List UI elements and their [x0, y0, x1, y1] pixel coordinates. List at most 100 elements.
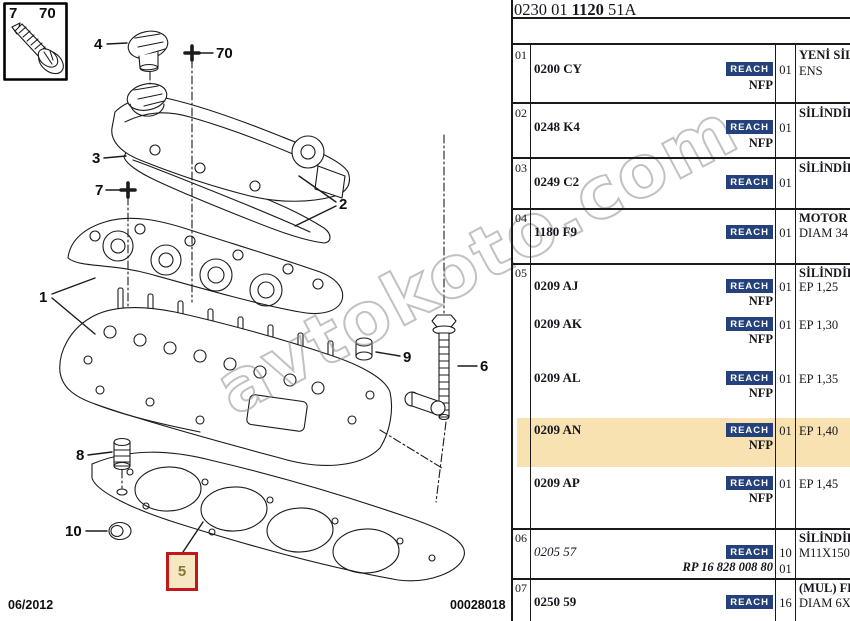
- reach-badge[interactable]: REACH: [726, 62, 773, 76]
- highlighted-row-band[interactable]: [517, 418, 850, 467]
- part-number[interactable]: 0209 AN: [534, 422, 582, 437]
- row-line: [511, 528, 850, 530]
- part-number[interactable]: 0209 AL: [534, 370, 581, 385]
- legend-label-70: 70: [39, 5, 56, 22]
- row-index: 06: [515, 531, 527, 545]
- nfp-note: NFP: [748, 78, 773, 92]
- row-index: 04: [515, 211, 527, 225]
- part-number[interactable]: 0205 57: [534, 544, 577, 559]
- legend-box: [3, 2, 68, 81]
- part-entry[interactable]: 0250 59 REACH: [534, 594, 773, 610]
- row-line: [511, 208, 850, 210]
- spec: EP 1,30: [799, 318, 839, 332]
- part-entry[interactable]: 0249 C2 REACH: [534, 174, 773, 190]
- reach-badge[interactable]: REACH: [726, 225, 773, 239]
- part-entry[interactable]: 0209 AJ REACH: [534, 278, 773, 294]
- row-desc-title: SİLİNDİR: [799, 266, 850, 280]
- reach-badge[interactable]: REACH: [726, 545, 773, 559]
- ref-quantity: 01: [779, 562, 792, 576]
- row-desc-title: SİLİNDİR: [799, 106, 850, 120]
- part-entry[interactable]: 0248 K4 REACH: [534, 119, 773, 135]
- part-number[interactable]: 0248 K4: [534, 119, 580, 134]
- part-number[interactable]: 0209 AJ: [534, 278, 579, 293]
- replacement-part-ref: RP 16 828 008 80: [682, 560, 773, 574]
- cam-carrier-drawing: [67, 217, 344, 315]
- rocker-clamp-drawing: [404, 391, 446, 416]
- callout-7: 7: [95, 182, 104, 199]
- quantity: 01: [779, 424, 792, 438]
- cylinder-head-drawing: [59, 287, 393, 466]
- quantity: 01: [779, 280, 792, 294]
- drawing-number: 00028018: [450, 598, 506, 612]
- nfp-note: NFP: [748, 294, 773, 308]
- spec: EP 1,35: [799, 372, 839, 386]
- nfp-note: NFP: [748, 438, 773, 452]
- part-entry[interactable]: 0209 AK REACH: [534, 316, 773, 332]
- part-entry-highlighted[interactable]: 0209 AN REACH: [534, 422, 773, 438]
- legend-label-7: 7: [9, 5, 18, 22]
- row-desc-sub: DIAM 34: [799, 226, 848, 240]
- quantity: 10: [779, 546, 792, 560]
- reach-badge[interactable]: REACH: [726, 175, 773, 189]
- part-entry[interactable]: 0200 CY REACH: [534, 61, 773, 77]
- head-gasket-drawing: [91, 451, 465, 582]
- row-desc-sub: DIAM 6X1: [799, 596, 850, 610]
- part-entry[interactable]: 1180 F9 REACH: [534, 224, 773, 240]
- part-entry[interactable]: 0209 AP REACH: [534, 475, 773, 491]
- valve-cover-drawing: [111, 96, 351, 202]
- row-desc-title: SİLİNDİR: [799, 161, 850, 175]
- row-desc-title: SİLİNDİR: [799, 531, 850, 545]
- spec: EP 1,45: [799, 477, 839, 491]
- reach-badge[interactable]: REACH: [726, 279, 773, 293]
- part-number[interactable]: 0209 AK: [534, 316, 583, 331]
- nfp-note: NFP: [748, 136, 773, 150]
- part-number[interactable]: 0249 C2: [534, 174, 580, 189]
- diagram-date: 06/2012: [8, 598, 54, 612]
- row-index: 02: [515, 106, 527, 120]
- row-line: [511, 102, 850, 104]
- head-bolt-drawing: [431, 314, 457, 421]
- reach-badge[interactable]: REACH: [726, 595, 773, 609]
- highlighted-callout-5[interactable]: 5: [166, 552, 198, 591]
- quantity: 01: [779, 176, 792, 190]
- dowel-pin-drawing: [355, 337, 373, 361]
- callout-4: 4: [94, 36, 103, 53]
- spec: EP 1,25: [799, 280, 839, 294]
- callout-6: 6: [480, 358, 489, 375]
- nfp-note: NFP: [748, 491, 773, 505]
- part-entry[interactable]: 0205 57 REACH: [534, 544, 773, 560]
- parts-table: 0230 01 1120 51A 01 YENİ SİL ENS 0200 CY…: [511, 0, 850, 621]
- reach-badge[interactable]: REACH: [726, 120, 773, 134]
- row-line: [511, 157, 850, 159]
- callout-8: 8: [76, 447, 85, 464]
- row-line: [511, 43, 850, 45]
- reach-badge[interactable]: REACH: [726, 317, 773, 331]
- row-index: 03: [515, 161, 527, 175]
- row-desc-title: YENİ SİL: [799, 48, 850, 62]
- callout-3: 3: [92, 150, 101, 167]
- row-desc-title: MOTOR Y: [799, 211, 850, 225]
- col-divider-3: [795, 43, 797, 621]
- row-desc-sub: ENS: [799, 64, 823, 78]
- quantity: 01: [779, 226, 792, 240]
- part-number[interactable]: 0250 59: [534, 594, 577, 609]
- reach-badge[interactable]: REACH: [726, 371, 773, 385]
- quantity: 01: [779, 372, 792, 386]
- part-entry[interactable]: 0209 AL REACH: [534, 370, 773, 386]
- reach-badge[interactable]: REACH: [726, 423, 773, 437]
- flanged-screw-icon: [11, 22, 64, 75]
- part-number[interactable]: 0209 AP: [534, 475, 580, 490]
- screw-position-crosses: [119, 44, 201, 199]
- callout-70: 70: [216, 45, 233, 62]
- quantity: 01: [779, 477, 792, 491]
- col-divider-2: [775, 43, 777, 621]
- col-divider-1: [530, 43, 532, 621]
- part-number[interactable]: 1180 F9: [534, 224, 577, 239]
- part-number[interactable]: 0200 CY: [534, 61, 583, 76]
- row-index: 07: [515, 581, 527, 595]
- row-line: [511, 263, 850, 265]
- reach-badge[interactable]: REACH: [726, 476, 773, 490]
- oil-cap-drawing: [127, 30, 169, 73]
- nfp-note: NFP: [748, 332, 773, 346]
